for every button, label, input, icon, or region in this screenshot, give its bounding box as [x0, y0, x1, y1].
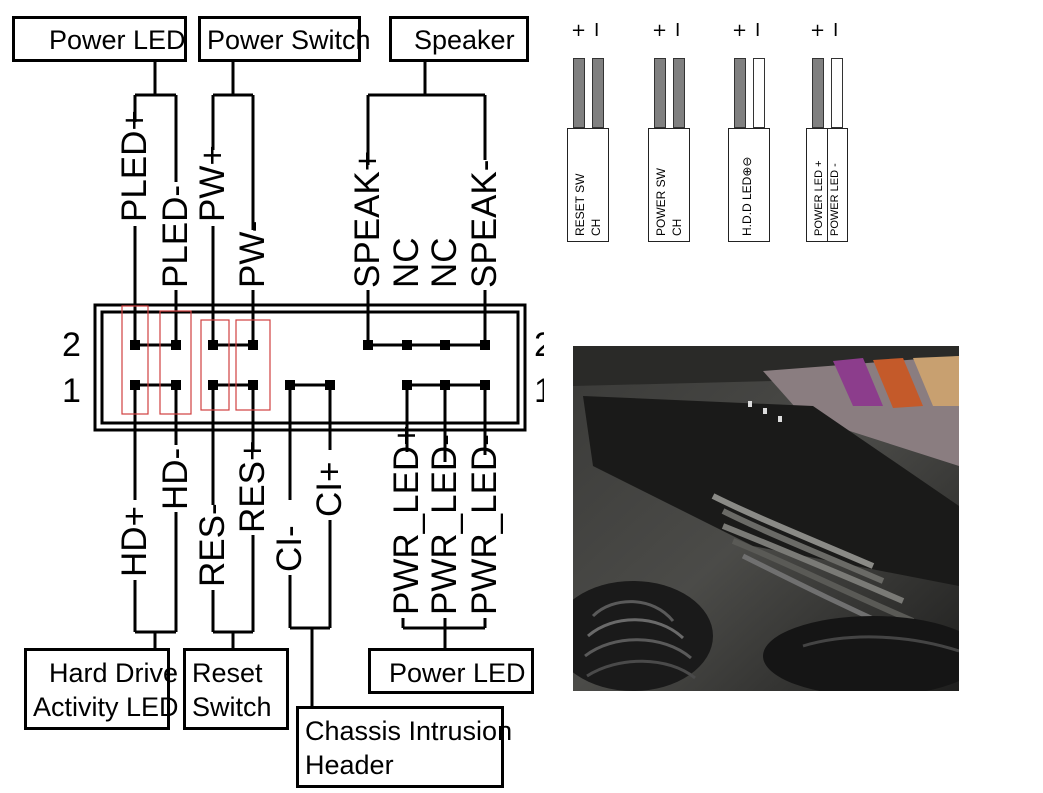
connector-wire [831, 58, 843, 128]
pin-label-nc-1: NC [387, 237, 426, 288]
pin-label-pwr-led-minus-2: PWR_LED- [465, 434, 504, 615]
connector-label: POWER LED - [829, 163, 841, 236]
reset-switch-box: Reset Switch [183, 648, 289, 730]
connector-label: H.D.D LED⊕⊖ [740, 156, 754, 236]
connector-wire [573, 58, 585, 128]
pin-label-ci-plus: CI+ [310, 461, 349, 517]
connector-wire [654, 58, 666, 128]
power-led-box-bottom: Power LED [368, 648, 534, 694]
chassis-intrusion-box: Chassis Intrusion Header [296, 706, 512, 788]
connector-polarity-minus: I [675, 20, 681, 41]
pin-label-ci-minus: CI- [270, 525, 309, 572]
pin-label-hd-minus: HD- [156, 447, 195, 510]
connector-divider [827, 128, 828, 242]
connector-wire [592, 58, 604, 128]
power-switch-box: Power Switch [198, 16, 371, 62]
connector-3: + I H.D.D LED⊕⊖ [728, 20, 770, 245]
pin-label-speak-minus: SPEAK- [465, 159, 504, 288]
connector-polarity-plus: + [810, 20, 826, 41]
connector-wire [812, 58, 824, 128]
connector-label: POWER LED + [813, 160, 825, 237]
pin-label-hd-plus: HD+ [115, 506, 154, 577]
connector-polarity-plus: + [652, 20, 668, 41]
pin-label-res-minus: RES- [193, 503, 232, 587]
connector-body [567, 128, 609, 242]
pin-label-pwr-led-plus: PWR_LED+ [387, 425, 426, 615]
hdd-led-box: Hard Drive Activity LED [24, 648, 179, 730]
connector-label: CH [670, 218, 684, 236]
connector-polarity-minus: I [594, 20, 600, 41]
connector-wire [673, 58, 685, 128]
pin-label-pw-plus: PW+ [193, 145, 232, 222]
pin-label-nc-2: NC [425, 237, 464, 288]
connector-label: RESET SW [573, 173, 587, 236]
connector-wire [753, 58, 765, 128]
connector-polarity-plus: + [571, 20, 587, 41]
pin-label-pled-minus: PLED- [156, 184, 195, 288]
speaker-box: Speaker [389, 16, 529, 62]
connector-body [728, 128, 770, 242]
row-label-2: 2 [62, 326, 81, 364]
pin-label-pw-minus: PW- [233, 220, 272, 288]
power-led-box-top: Power LED [12, 16, 187, 62]
pin-label-res-plus: RES+ [233, 440, 272, 533]
pin-label-pled-plus: PLED+ [115, 110, 154, 222]
pin-label-pwr-led-minus-1: PWR_LED- [425, 434, 464, 615]
header-photo [573, 346, 959, 691]
pin-label-speak-plus: SPEAK+ [348, 150, 387, 288]
connector-polarity-plus: + [732, 20, 748, 41]
row-label-2-right: 2 [534, 326, 544, 364]
connector-wire [734, 58, 746, 128]
row-label-1: 1 [62, 372, 81, 410]
connector-label: CH [589, 218, 603, 236]
connector-label: POWER SW [654, 168, 668, 236]
connector-body [648, 128, 690, 242]
row-label-1-right: 1 [534, 372, 544, 410]
connector-polarity-minus: I [833, 20, 839, 41]
connector-4: + I POWER LED + POWER LED - [806, 20, 848, 245]
connector-polarity-minus: I [755, 20, 761, 41]
